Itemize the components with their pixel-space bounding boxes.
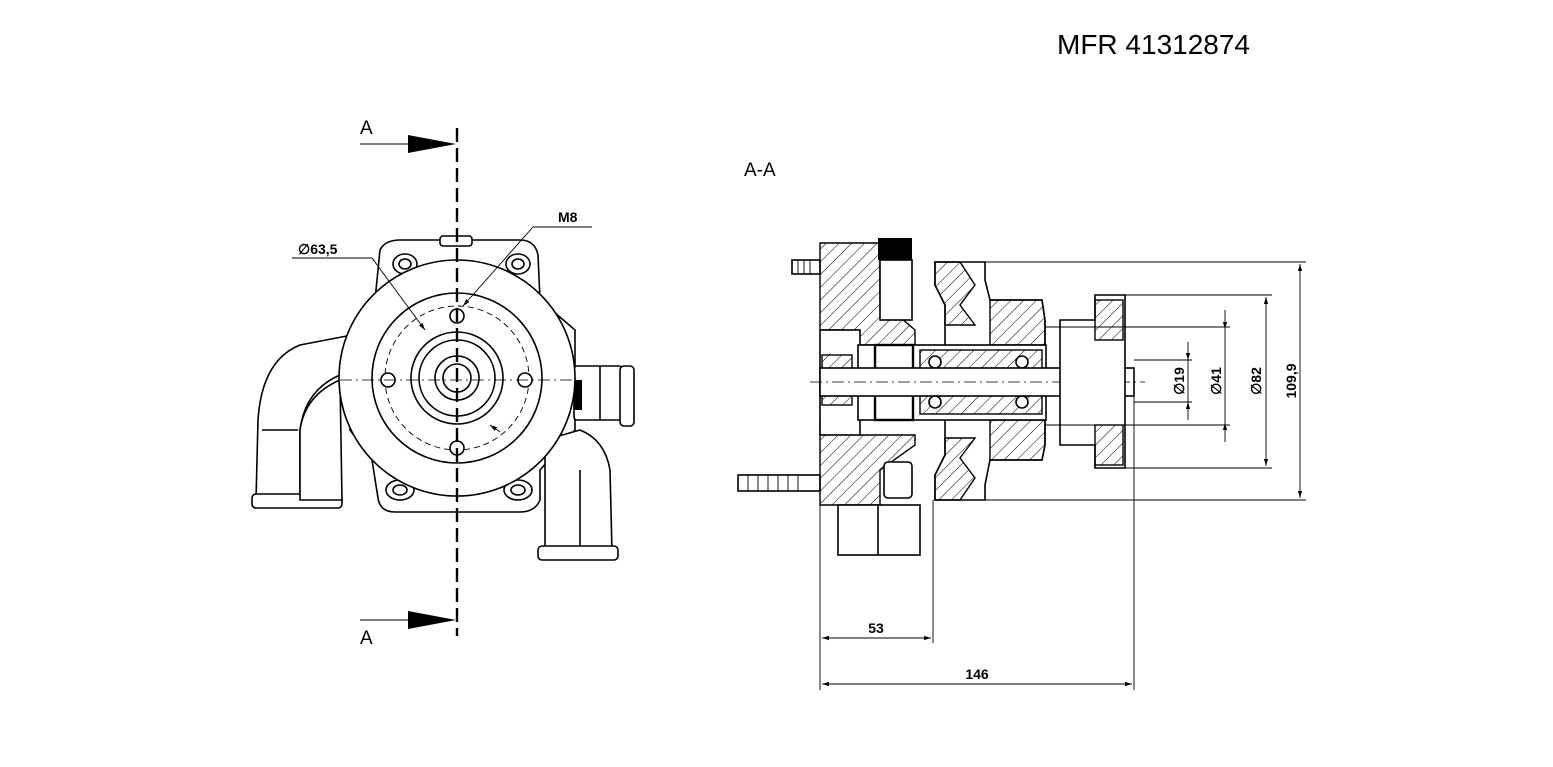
dimension-41: ∅41 [1208,367,1224,395]
stud-bottom [737,474,821,492]
section-view: A-A [737,160,1306,690]
outlet-pipe [544,429,613,553]
section-marker-bottom: A [360,628,373,649]
bottom-bolt [883,461,913,499]
drawing-title: MFR 41312874 [1057,29,1250,60]
section-marker-top: A [360,118,373,139]
dimension-19: ∅19 [1171,367,1187,395]
thread-dimension: M8 [558,209,578,225]
section-view-label: A-A [744,160,776,181]
outlet-pipe-end [537,545,619,561]
bottom-nozzle [837,504,921,556]
dimension-109-9: 109,9 [1283,363,1299,398]
side-nozzle [573,365,635,427]
front-view: A A [251,118,635,649]
dimension-146: 146 [965,666,989,682]
top-plug [878,238,912,260]
section-arrow-top [360,135,456,153]
dimension-82: ∅82 [1248,367,1264,395]
section-arrow-bottom [360,611,456,629]
dimension-53: 53 [868,620,884,636]
bolt-circle-dimension: ∅63,5 [298,241,338,257]
plug-body [879,259,913,321]
extension-lines [819,261,1306,690]
stud-top [791,259,821,275]
